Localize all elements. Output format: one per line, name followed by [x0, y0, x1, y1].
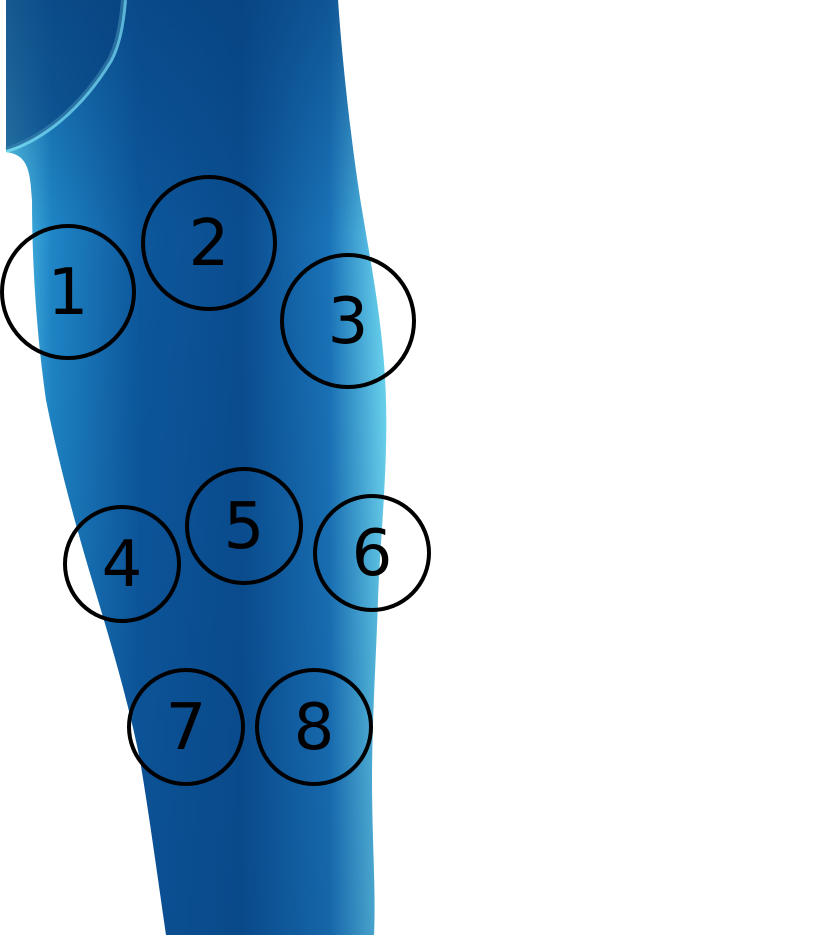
marker-8[interactable]: 8: [255, 668, 373, 786]
marker-5-label: 5: [224, 490, 265, 564]
marker-8-label: 8: [294, 691, 335, 765]
marker-6-label: 6: [352, 517, 393, 591]
marker-1[interactable]: 1: [0, 224, 136, 360]
marker-4[interactable]: 4: [63, 505, 181, 623]
marker-2-label: 2: [189, 207, 230, 281]
marker-6[interactable]: 6: [313, 494, 431, 612]
marker-2[interactable]: 2: [141, 175, 277, 311]
marker-4-label: 4: [102, 528, 143, 602]
marker-5[interactable]: 5: [185, 467, 303, 585]
marker-1-label: 1: [48, 256, 89, 330]
marker-7[interactable]: 7: [127, 668, 245, 786]
marker-7-label: 7: [166, 691, 207, 765]
marker-3[interactable]: 3: [280, 253, 416, 389]
limb-shading: [6, 0, 387, 935]
limb-fold-shadow: [6, 0, 124, 150]
marker-3-label: 3: [328, 285, 369, 359]
